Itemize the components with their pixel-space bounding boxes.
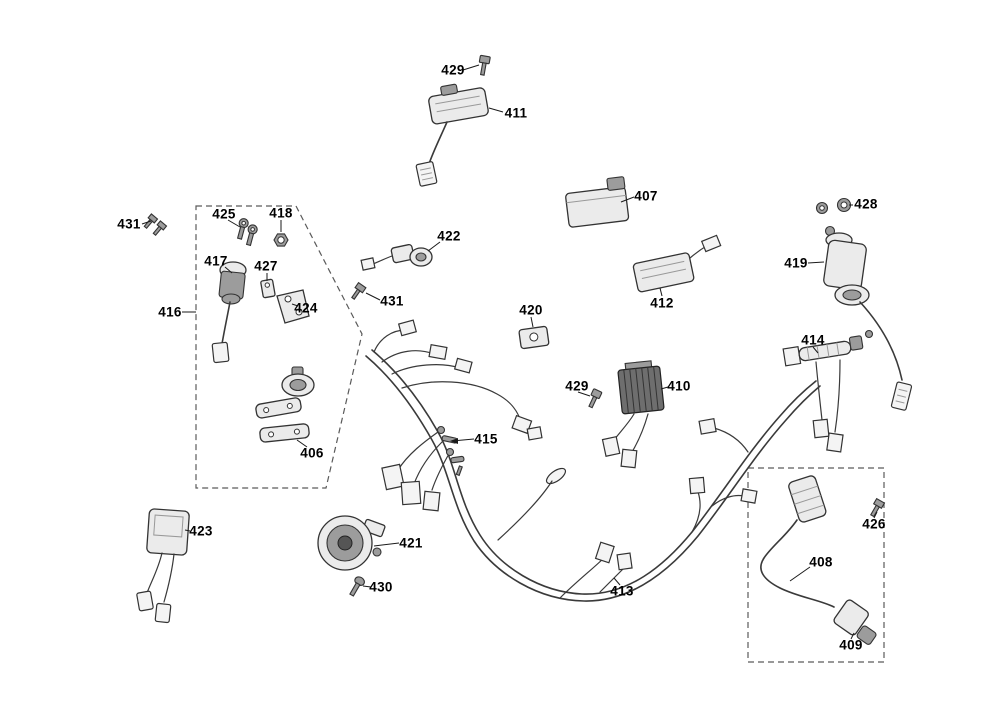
part-422-socket (360, 243, 433, 271)
part-410-regulator (601, 360, 665, 469)
part-label-411: 411 (504, 105, 528, 121)
part-419-ignition-coil (823, 225, 913, 411)
part-label-418: 418 (269, 205, 293, 221)
part-424-plate (276, 289, 310, 324)
part-417-ignition-switch (211, 261, 247, 364)
part-label-413: 413 (610, 583, 634, 599)
part-label-417: 417 (204, 253, 228, 269)
part-label-425: 425 (212, 206, 236, 222)
part-label-420: 420 (519, 302, 543, 318)
part-label-429-mid: 429 (565, 378, 589, 394)
part-431-screws-left (143, 213, 168, 236)
part-label-430: 430 (369, 579, 393, 595)
part-label-416: 416 (158, 304, 182, 320)
part-431-screw-mid (351, 281, 367, 300)
part-label-431-left: 431 (117, 216, 141, 232)
leader-lines (141, 64, 878, 640)
part-413-main-harness (365, 319, 821, 602)
part-420-bracket (518, 325, 550, 350)
part-423-flasher-relay (136, 508, 190, 624)
part-414-wire-assembly (782, 329, 874, 453)
part-427-bracket (260, 278, 276, 299)
part-428-nuts (815, 197, 852, 215)
part-label-424: 424 (294, 300, 318, 316)
part-label-412: 412 (650, 295, 674, 311)
group-outline-408 (747, 467, 885, 663)
part-418-nut (273, 233, 289, 247)
part-408-plug-wire (760, 475, 835, 608)
part-label-429-top: 429 (441, 62, 465, 78)
part-label-426: 426 (862, 516, 886, 532)
part-409-plug-cap (833, 599, 877, 645)
part-426-screw (870, 497, 886, 518)
part-label-414: 414 (801, 332, 825, 348)
part-407-relay (565, 176, 630, 228)
part-label-423: 423 (189, 523, 213, 539)
part-label-415: 415 (474, 431, 498, 447)
part-421-horn (317, 515, 386, 571)
part-411-cdi-unit (415, 83, 489, 187)
part-430-bolt (349, 576, 365, 597)
part-label-409: 409 (839, 637, 863, 653)
part-label-408: 408 (809, 554, 833, 570)
part-406-lock-set (255, 366, 315, 443)
part-label-410: 410 (667, 378, 691, 394)
part-429-bolt-top (478, 54, 491, 76)
group-outline-416 (195, 205, 363, 489)
part-label-406: 406 (300, 445, 324, 461)
part-412-control-module (632, 234, 722, 293)
part-label-422: 422 (437, 228, 461, 244)
part-label-421: 421 (399, 535, 423, 551)
part-425-keys (236, 218, 258, 247)
part-label-428: 428 (854, 196, 878, 212)
part-label-431-mid: 431 (380, 293, 404, 309)
part-429-bolt-mid (588, 388, 603, 409)
part-label-419: 419 (784, 255, 808, 271)
part-label-407: 407 (634, 188, 658, 204)
part-label-427: 427 (254, 258, 278, 274)
